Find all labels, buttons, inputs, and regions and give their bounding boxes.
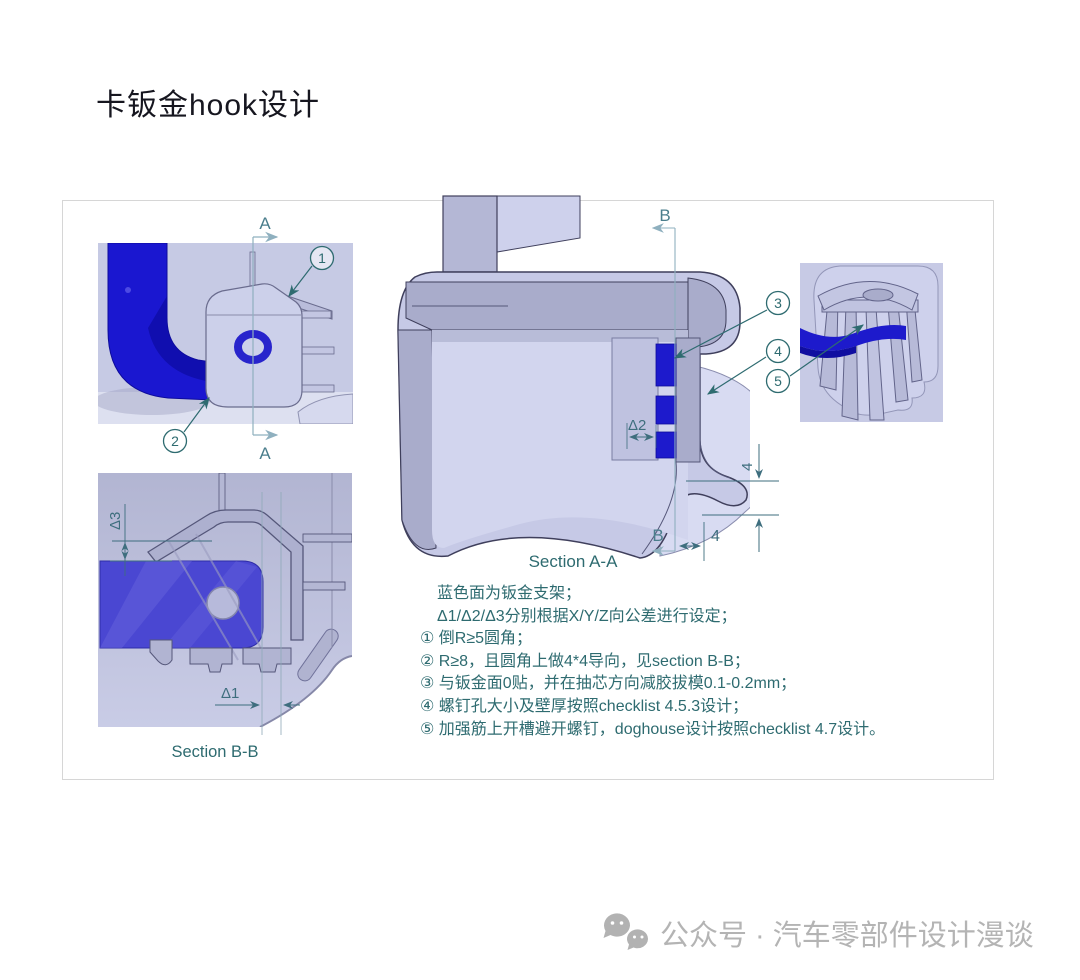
caption-section-aa: Section A-A <box>529 552 618 571</box>
cut-face-left-wall <box>397 329 437 550</box>
svg-text:4: 4 <box>774 343 782 359</box>
view2-outside-corner <box>260 656 352 727</box>
section-letter-b-bottom: B <box>652 526 663 545</box>
annotation-overlay: A A 1 2 Δ3 Δ1 Section B-B B B <box>107 206 864 761</box>
svg-text:5: 5 <box>774 373 782 389</box>
doghouse-top-arch <box>817 281 919 311</box>
panel-edge <box>297 393 353 424</box>
note-line: ④ 螺钉孔大小及壁厚按照checklist 4.5.3设计； <box>420 697 749 715</box>
panel-edge-bar <box>297 628 339 682</box>
note-line: ① 倒R≥5圆角； <box>420 630 533 648</box>
caption-section-bb: Section B-B <box>171 743 258 761</box>
dim-4-vertical: 4 <box>686 444 779 552</box>
arch-slot-hole <box>862 288 894 302</box>
watermark: 公众号 · 汽车零部件设计漫谈 <box>602 912 1034 954</box>
callout-3: 3 <box>673 290 791 359</box>
note-line: ③ 与钣金面0贴，并在抽芯方向减胶拔模0.1-0.2mm； <box>420 675 797 693</box>
sheetmetal-strip-blue <box>655 395 677 425</box>
sheetmetal-strip-blue <box>655 343 677 387</box>
cad-view-section-bb <box>98 473 352 727</box>
callout-5: 5 <box>765 324 864 394</box>
svg-text:Δ2: Δ2 <box>628 417 646 434</box>
cut-face-right-hook <box>687 277 727 348</box>
callout-1: 1 <box>288 245 335 297</box>
dim-delta3: Δ3 <box>107 504 212 576</box>
callout-4: 4 <box>706 338 791 395</box>
svg-text:4: 4 <box>739 463 756 471</box>
section-line-bb <box>651 223 676 556</box>
note-line: Δ1/Δ2/Δ3分别根据X/Y/Z向公差进行设定； <box>437 607 737 625</box>
watermark-label: 公众号 · 汽车零部件设计漫谈 <box>660 920 1034 952</box>
sheetmetal-tube-blue <box>107 243 213 401</box>
section-letter-a-bottom: A <box>259 444 271 463</box>
hook-section-profile <box>147 473 352 641</box>
cad-view-doghouse <box>800 263 943 422</box>
sheetmetal-curved-strip-blue <box>800 325 906 358</box>
dim-delta1: Δ1 <box>215 492 300 735</box>
svg-text:3: 3 <box>774 295 782 311</box>
svg-text:Δ3: Δ3 <box>107 512 124 530</box>
dim-delta2: Δ2 <box>626 417 657 449</box>
note-line: ② R≥8，且圆角上做4*4导向，见section B-B； <box>420 652 750 670</box>
wechat-icon <box>603 913 649 950</box>
callout-2: 2 <box>162 397 210 454</box>
section-line-aa <box>252 231 279 441</box>
cad-view-section-aa <box>397 195 750 559</box>
plastic-hook-boss <box>205 251 335 408</box>
note-line: ⑤ 加强筋上开槽避开螺钉，doghouse设计按照checklist 4.7设计… <box>420 720 886 738</box>
svg-text:2: 2 <box>171 433 179 449</box>
note-line: 蓝色面为钣金支架； <box>437 585 582 602</box>
hook-feet-teeth <box>149 639 292 673</box>
page-title: 卡钣金hook设计 <box>96 89 321 122</box>
cad-view-hook-overview <box>98 243 353 424</box>
section-letter-b-top: B <box>659 206 670 225</box>
svg-text:4: 4 <box>711 528 720 545</box>
rib-edges-through-face <box>167 533 263 661</box>
design-notes: 蓝色面为钣金支架； Δ1/Δ2/Δ3分别根据X/Y/Z向公差进行设定； ① 倒R… <box>420 583 986 741</box>
dim-4-horizontal: 4 <box>679 522 720 561</box>
sheetmetal-plate-blue <box>99 560 264 649</box>
upper-panel-slab <box>442 195 581 273</box>
svg-text:1: 1 <box>318 250 326 266</box>
section-letter-a-top: A <box>259 214 271 233</box>
svg-text:Δ1: Δ1 <box>221 685 239 702</box>
